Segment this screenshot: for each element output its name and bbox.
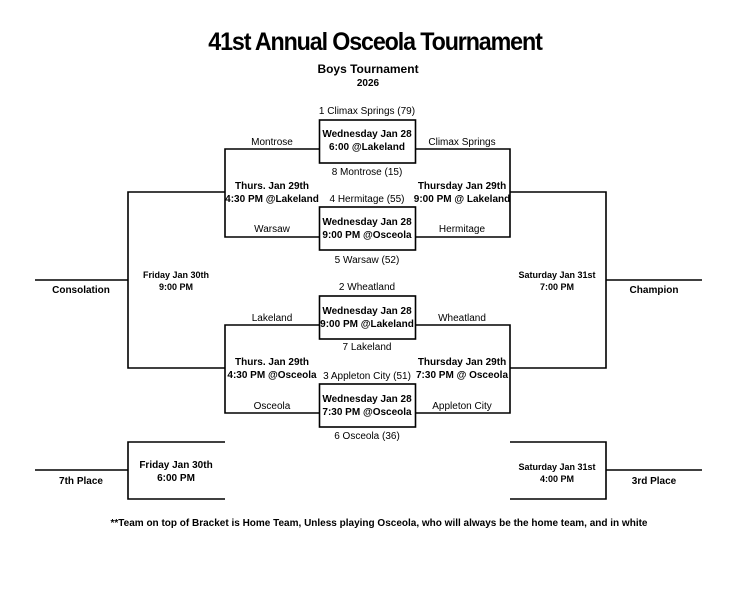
game2-date: Wednesday Jan 28 xyxy=(322,217,412,228)
right-semi-top-time: 9:00 PM @ Lakeland xyxy=(413,194,511,205)
seventh-time: 6:00 PM xyxy=(157,473,195,484)
right-semi-bottom-time: 7:30 PM @ Osceola xyxy=(415,370,509,381)
game4-date: Wednesday Jan 28 xyxy=(322,394,412,405)
third-date: Saturday Jan 31st xyxy=(518,462,596,472)
third-time: 4:00 PM xyxy=(539,474,575,484)
left-team-montrose: Montrose xyxy=(251,137,293,148)
championship-date: Saturday Jan 31st xyxy=(518,270,596,280)
game-box-1 xyxy=(318,119,417,164)
championship-time: 7:00 PM xyxy=(539,282,575,292)
game2-top-seed: 4 Hermitage (55) xyxy=(329,194,405,205)
seventh-place-label: 7th Place xyxy=(59,476,103,487)
game1-date: Wednesday Jan 28 xyxy=(322,129,412,140)
game1-bottom-seed: 8 Montrose (15) xyxy=(331,167,403,178)
left-semi-bottom-time: 4:30 PM @Osceola xyxy=(227,370,317,381)
game3-top-seed: 2 Wheatland xyxy=(338,282,396,293)
right-semi-top-date: Thursday Jan 29th xyxy=(417,181,507,192)
left-semi-top-date: Thurs. Jan 29th xyxy=(235,181,309,192)
seventh-date: Friday Jan 30th xyxy=(139,460,213,471)
right-semi-bottom-date: Thursday Jan 29th xyxy=(417,357,507,368)
bracket-left-lower xyxy=(224,324,320,414)
left-team-lakeland: Lakeland xyxy=(251,313,293,324)
bracket-left-upper xyxy=(224,148,320,238)
game3-date: Wednesday Jan 28 xyxy=(322,306,412,317)
champion-label: Champion xyxy=(629,285,679,296)
game4-bottom-seed: 6 Osceola (36) xyxy=(334,431,400,442)
game-box-4 xyxy=(318,383,417,428)
game1-top-seed: 1 Climax Springs (79) xyxy=(318,106,416,117)
bracket-right-lower xyxy=(415,324,511,414)
game2-time: 9:00 PM @Osceola xyxy=(322,230,412,241)
left-semi-top-time: 4:30 PM @Lakeland xyxy=(225,194,319,205)
left-team-warsaw: Warsaw xyxy=(254,224,290,235)
game3-bottom-seed: 7 Lakeland xyxy=(342,342,392,353)
bracket-right-upper xyxy=(415,148,511,238)
page-year: 2026 xyxy=(356,78,380,89)
left-semi-bottom-date: Thurs. Jan 29th xyxy=(235,357,309,368)
game-box-3 xyxy=(318,295,417,340)
game4-top-seed: 3 Appleton City (51) xyxy=(323,371,411,382)
third-place-label: 3rd Place xyxy=(631,476,677,487)
right-team-climax-springs: Climax Springs xyxy=(428,137,496,148)
game2-bottom-seed: 5 Warsaw (52) xyxy=(334,255,400,266)
game1-time: 6:00 @Lakeland xyxy=(329,142,405,153)
page-title: 41st Annual Osceola Tournament xyxy=(208,28,543,56)
consolation-label: Consolation xyxy=(52,285,110,296)
page-subtitle: Boys Tournament xyxy=(317,62,419,76)
right-team-wheatland: Wheatland xyxy=(438,313,486,324)
consolation-date: Friday Jan 30th xyxy=(142,270,210,280)
game4-time: 7:30 PM @Osceola xyxy=(322,407,412,418)
consolation-time: 9:00 PM xyxy=(158,282,194,292)
left-team-osceola: Osceola xyxy=(253,401,291,412)
game3-time: 9:00 PM @Lakeland xyxy=(320,319,414,330)
game-box-2 xyxy=(318,206,417,251)
right-team-hermitage: Hermitage xyxy=(438,224,486,235)
home-team-note: **Team on top of Bracket is Home Team, U… xyxy=(110,518,648,529)
right-team-appleton-city: Appleton City xyxy=(432,401,492,412)
